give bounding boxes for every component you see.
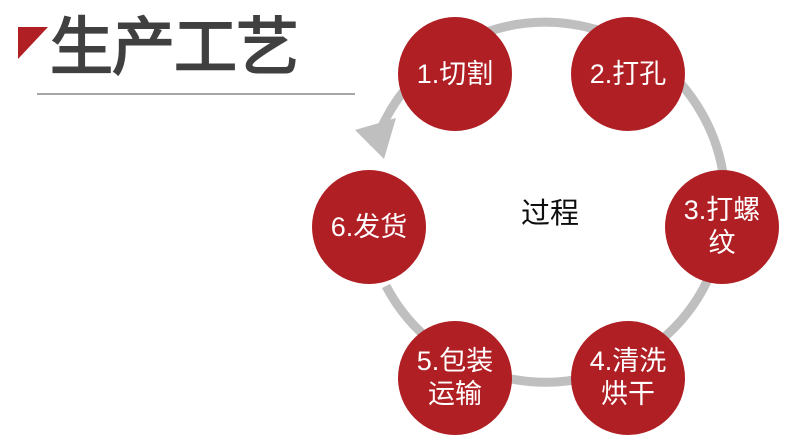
red-triangle-marker-icon [18, 27, 48, 59]
cycle-node-6-label: 6.发货 [330, 211, 408, 242]
cycle-node-3-label: 3.打螺 纹 [683, 195, 761, 258]
cycle-node-5[interactable]: 5.包装 运输 [398, 321, 512, 435]
page-title: 生产工艺 [50, 13, 299, 83]
cycle-center-label: 过程 [520, 198, 579, 230]
cycle-node-3[interactable]: 3.打螺 纹 [665, 170, 779, 284]
cycle-node-1[interactable]: 1.切割 [398, 17, 512, 131]
title-block: 生产工艺 [0, 0, 380, 110]
cycle-diagram: 1.切割 2.打孔 3.打螺 纹 4.清洗 烘干 5.包装 运输 6.发货 过程 [300, 0, 800, 447]
cycle-node-4[interactable]: 4.清洗 烘干 [571, 321, 685, 435]
cycle-node-5-label: 5.包装 运输 [416, 346, 494, 409]
cycle-node-2-label: 2.打孔 [589, 58, 667, 89]
title-underline [37, 93, 355, 95]
cycle-node-2[interactable]: 2.打孔 [571, 17, 685, 131]
cycle-node-4-label: 4.清洗 烘干 [589, 346, 667, 409]
cycle-node-1-label: 1.切割 [416, 58, 494, 89]
cycle-node-6[interactable]: 6.发货 [312, 170, 426, 284]
